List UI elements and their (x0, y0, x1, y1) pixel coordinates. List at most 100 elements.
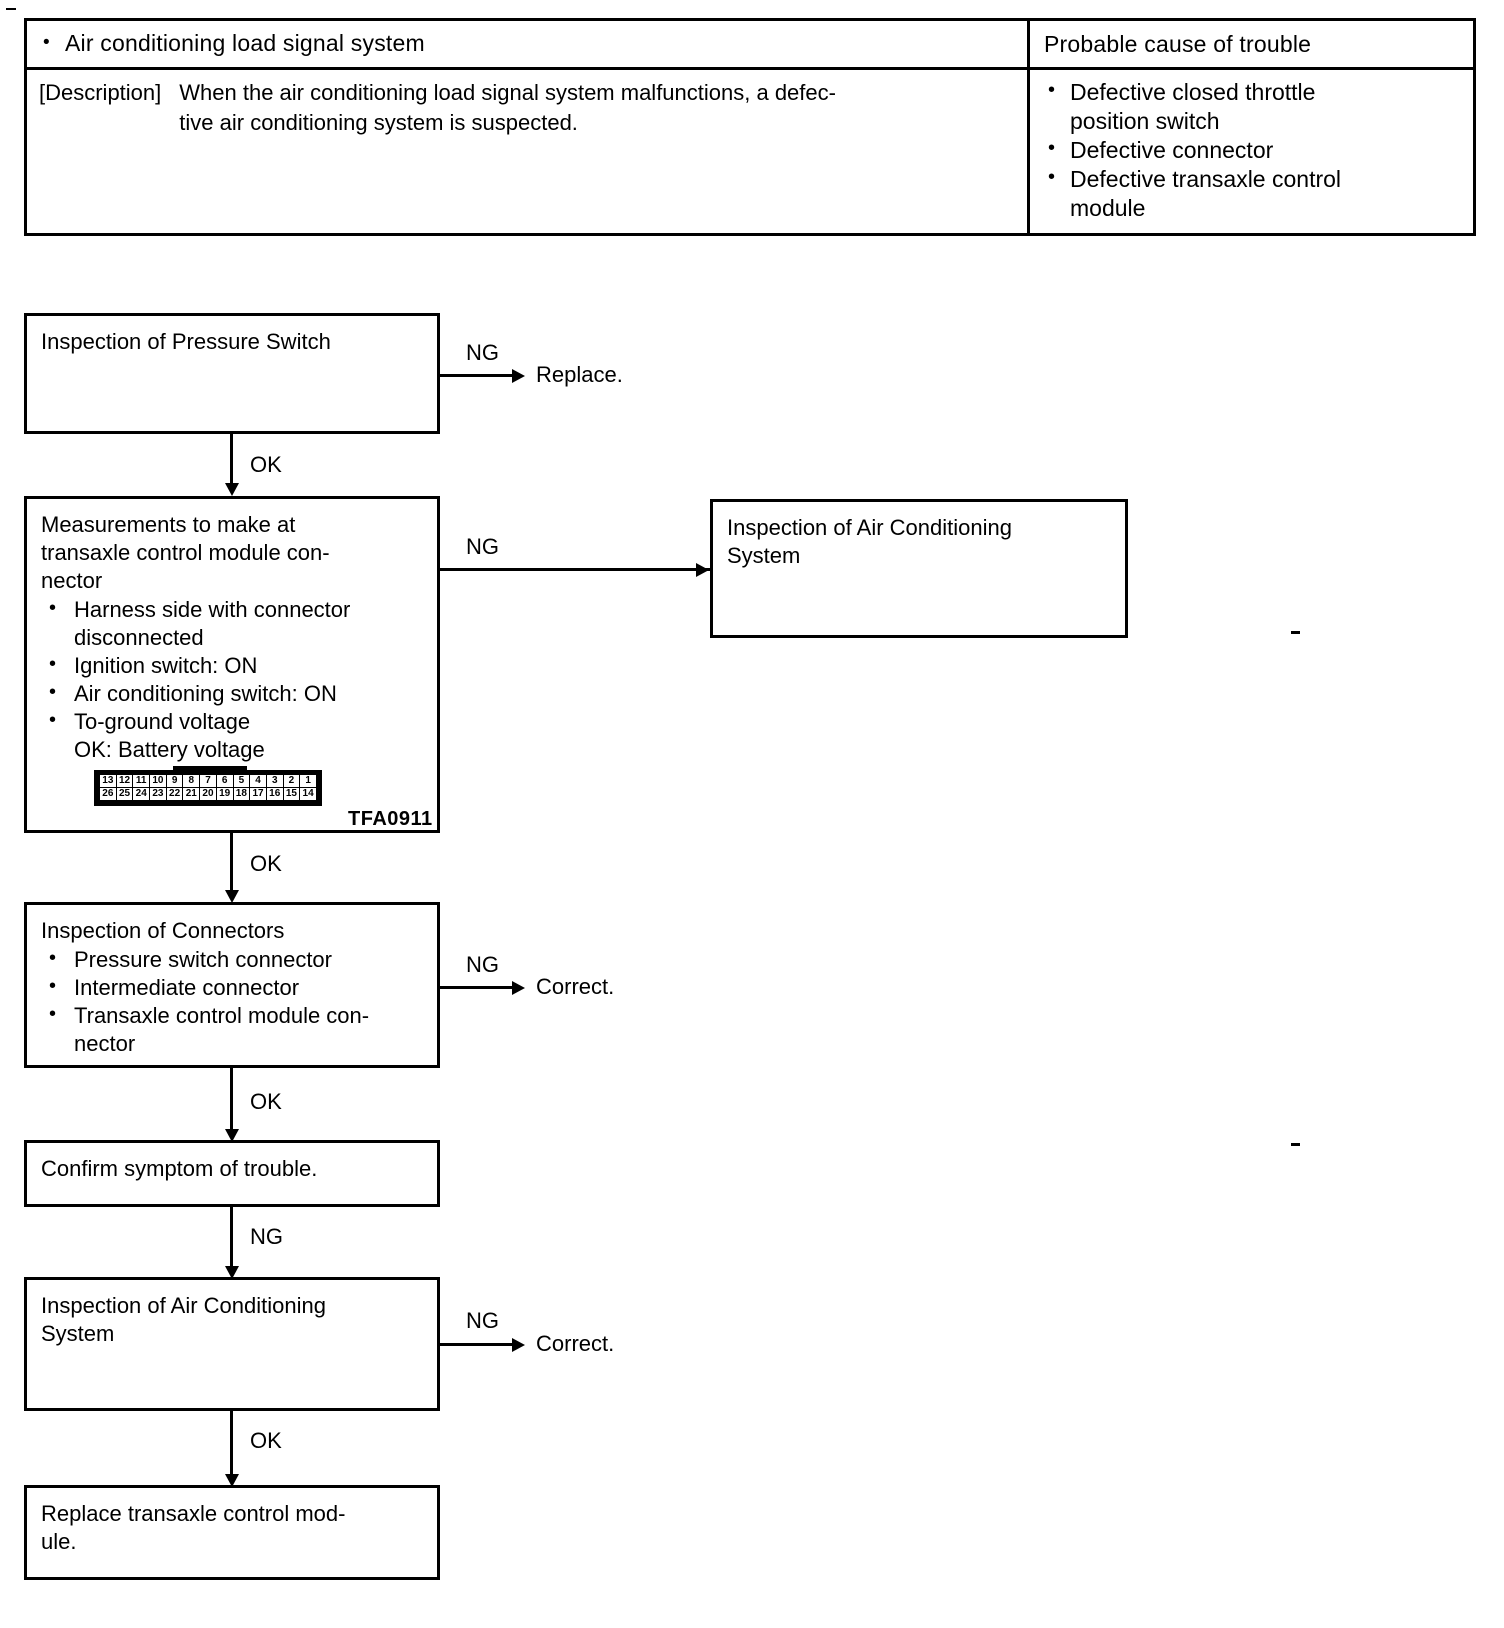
flow-box-connectors: Inspection of Connectors Pressure switch… (24, 902, 440, 1068)
edge-ng-4-arrowhead (225, 1266, 239, 1279)
table-header-row: Air conditioning load signal system Prob… (27, 21, 1473, 67)
edge-ng-4-line (230, 1207, 233, 1275)
connector-pin: 13 (100, 775, 116, 787)
connector-check-item: Intermediate connector (41, 972, 427, 1002)
description-text: When the air conditioning load signal sy… (179, 80, 836, 135)
flow-box-replace-module: Replace transaxle control mod- ule. (24, 1485, 440, 1580)
connector-pin: 16 (266, 788, 283, 800)
connector-pin: 8 (183, 775, 200, 787)
flow-box-confirm-symptom-label: Confirm symptom of trouble. (41, 1156, 318, 1181)
description-cell: [Description] When the air conditioning … (27, 70, 1030, 233)
probable-cause-item: Defective connector (1044, 134, 1463, 165)
flow-box-measurements-list: Harness side with connector disconnected… (41, 594, 427, 764)
edge-label-ok-2: OK (250, 851, 282, 876)
connector-pin: 17 (250, 788, 266, 800)
edge-ng-2-arrowhead (696, 563, 709, 577)
connector-pin: 20 (200, 788, 216, 800)
edge-ok-2-line (230, 833, 233, 899)
edge-ok-4-line (230, 1411, 233, 1483)
probable-cause-item: Defective closed throttle position switc… (1044, 76, 1463, 136)
connector-pin-row-bottom: 26 25 24 23 22 21 20 19 18 17 16 15 14 (100, 788, 316, 800)
edge-ok-2-arrowhead (225, 890, 239, 903)
edge-ok-3-line (230, 1068, 233, 1138)
flow-box-connectors-list: Pressure switch connector Intermediate c… (41, 944, 427, 1058)
flow-box-replace-module-label: Replace transaxle control mod- ule. (41, 1501, 346, 1554)
edge-ng-1-line (440, 374, 514, 377)
edge-ng-5-line (440, 1343, 514, 1346)
flow-box-air-conditioning-branch-label: Inspection of Air Conditioning System (727, 515, 1012, 568)
edge-ng-3-arrowhead (512, 981, 525, 995)
edge-ok-3-arrowhead (225, 1129, 239, 1142)
connector-pin-row-top: 13 12 11 10 9 8 7 6 5 4 3 2 1 (100, 775, 316, 787)
symptom-table: Air conditioning load signal system Prob… (24, 18, 1476, 236)
scan-artifact-mark (1291, 1143, 1300, 1146)
connector-pin: 1 (300, 775, 316, 787)
connector-pinout-diagram: 13 12 11 10 9 8 7 6 5 4 3 2 1 26 25 24 2… (94, 766, 432, 830)
edge-label-ng-5: NG (466, 1308, 499, 1333)
flow-box-pressure-switch: Inspection of Pressure Switch (24, 313, 440, 434)
connector-pin: 2 (283, 775, 300, 787)
terminal-correct-2: Correct. (536, 1331, 615, 1356)
table-header-divider (27, 67, 1473, 70)
table-header-left-cell: Air conditioning load signal system (27, 21, 1030, 67)
edge-label-ng-1: NG (466, 340, 499, 365)
edge-label-ng-2: NG (466, 534, 499, 559)
connector-pin: 23 (150, 788, 166, 800)
connector-pin: 18 (233, 788, 250, 800)
connector-pin: 6 (216, 775, 233, 787)
connector-pin: 12 (116, 775, 133, 787)
connector-latch-tab (173, 766, 247, 773)
connector-pin: 25 (116, 788, 133, 800)
edge-label-ok-3: OK (250, 1089, 282, 1114)
flow-box-air-conditioning-system-label: Inspection of Air Conditioning System (41, 1293, 326, 1346)
measurement-item: Air conditioning switch: ON (41, 678, 427, 708)
edge-label-ng-3: NG (466, 952, 499, 977)
table-body-row: [Description] When the air conditioning … (27, 70, 1473, 233)
flow-box-measurements-title: Measurements to make at transaxle contro… (41, 512, 330, 593)
edge-ng-2-line (440, 568, 710, 571)
measurement-item: Harness side with connector disconnected (41, 594, 427, 652)
table-header-right-cell: Probable cause of trouble (1030, 21, 1473, 67)
edge-ng-3-line (440, 986, 514, 989)
system-name: Air conditioning load signal system (39, 28, 1017, 58)
probable-cause-list: Defective closed throttle position switc… (1044, 76, 1463, 223)
connector-pin: 24 (133, 788, 150, 800)
connector-pin: 5 (233, 775, 250, 787)
measurement-ok-condition: OK: Battery voltage (74, 737, 265, 762)
connector-pin: 11 (133, 775, 150, 787)
terminal-correct-1: Correct. (536, 974, 615, 999)
terminal-replace: Replace. (536, 362, 623, 387)
connector-pin: 21 (183, 788, 200, 800)
connector-pin: 15 (283, 788, 300, 800)
connector-pin: 10 (150, 775, 166, 787)
measurement-item: Ignition switch: ON (41, 650, 427, 680)
flow-box-pressure-switch-label: Inspection of Pressure Switch (41, 329, 331, 354)
connector-reference-code: TFA0911 (348, 808, 433, 830)
flow-box-air-conditioning-system: Inspection of Air Conditioning System (24, 1277, 440, 1411)
measurement-item: To-ground voltage (41, 706, 427, 736)
edge-label-ok-1: OK (250, 452, 282, 477)
connector-shell: 13 12 11 10 9 8 7 6 5 4 3 2 1 26 25 24 2… (94, 766, 322, 806)
flow-box-confirm-symptom: Confirm symptom of trouble. (24, 1140, 440, 1207)
connector-pin: 22 (166, 788, 183, 800)
flow-box-air-conditioning-branch: Inspection of Air Conditioning System (710, 499, 1128, 638)
edge-ok-1-arrowhead (225, 483, 239, 496)
edge-ok-4-arrowhead (225, 1474, 239, 1487)
edge-label-ok-4: OK (250, 1428, 282, 1453)
edge-ok-1-line (230, 434, 233, 492)
scan-artifact-mark (6, 8, 16, 10)
flow-box-connectors-title: Inspection of Connectors (41, 918, 285, 943)
connector-check-item: Pressure switch connector (41, 944, 427, 974)
probable-cause-header: Probable cause of trouble (1044, 31, 1312, 57)
connector-pin: 26 (100, 788, 116, 800)
edge-ng-1-arrowhead (512, 369, 525, 383)
connector-pin: 19 (216, 788, 233, 800)
connector-pin: 9 (166, 775, 183, 787)
edge-label-ng-4: NG (250, 1224, 283, 1249)
connector-pin: 14 (300, 788, 316, 800)
connector-pin: 4 (250, 775, 266, 787)
probable-cause-item: Defective transaxle control module (1044, 163, 1463, 223)
probable-cause-cell: Defective closed throttle position switc… (1030, 70, 1473, 233)
connector-pin: 7 (200, 775, 216, 787)
